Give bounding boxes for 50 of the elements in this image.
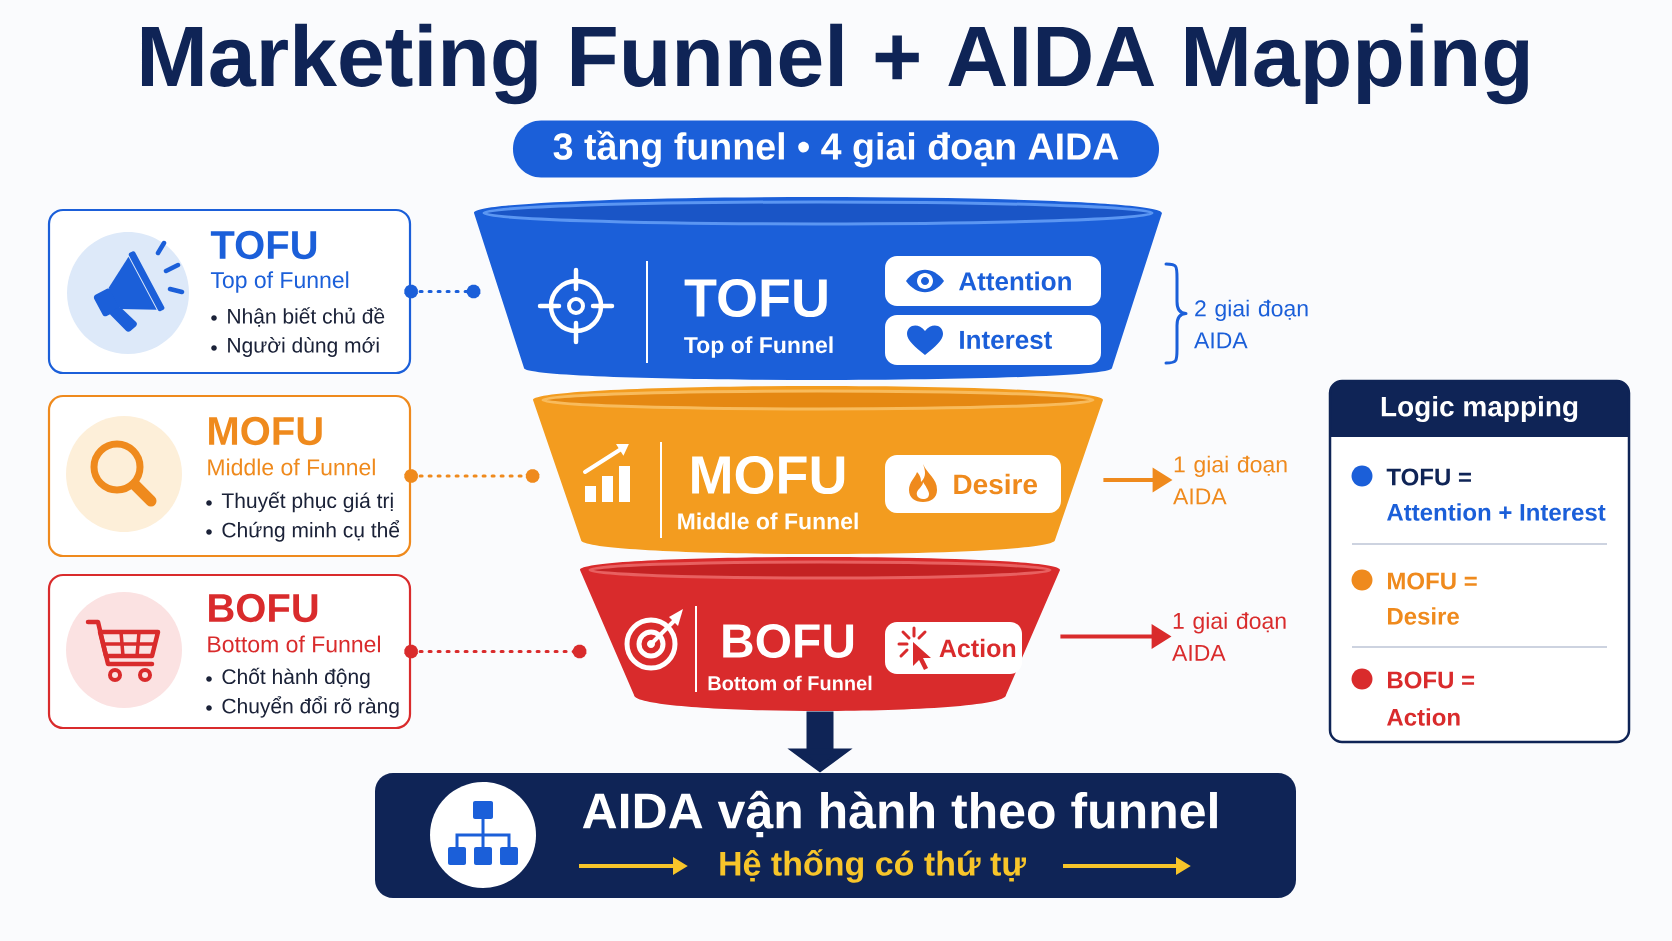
dotted-connector — [404, 644, 587, 659]
stage-name: Action — [939, 638, 1016, 658]
card-title: MOFU — [209, 416, 322, 446]
bullet-text: Chứng minh cụ thể — [222, 520, 400, 542]
stage-count-text: 1 giai đoạn AIDA — [1172, 612, 1286, 661]
card-subtitle: Middle of Funnel — [208, 458, 375, 476]
band-title: BOFU — [723, 624, 854, 658]
stage-name: Desire — [954, 473, 1038, 495]
bullet-text: Chốt hành động — [222, 667, 370, 689]
stage-pill — [885, 622, 1022, 674]
band-subtitle: Bottom of Funnel — [708, 675, 872, 691]
mapping-item: BOFU = — [1388, 671, 1475, 689]
card-title: TOFU — [210, 230, 317, 260]
stage-count-text: 1 giai đoạn AIDA — [1173, 455, 1287, 505]
band-subtitle: Middle of Funnel — [678, 512, 858, 530]
mapping-item: MOFU = — [1388, 572, 1477, 590]
diagram-title: Marketing Funnel + AIDA Mapping — [142, 23, 1529, 105]
bullet-text: Chuyển đổi rõ ràng — [222, 696, 399, 718]
stage-name: Attention — [959, 271, 1071, 291]
card-title: BOFU — [209, 593, 318, 623]
info-card — [47, 573, 412, 730]
annotation-text: 2 giai đoạn AIDA — [1194, 299, 1308, 349]
mapping-panel — [1328, 379, 1631, 744]
stage-name: Interest — [960, 330, 1052, 350]
bullet-text: Thuyết phục giá trị — [221, 491, 393, 513]
dotted-connector — [404, 469, 540, 483]
band-title: TOFU — [684, 278, 827, 318]
info-card — [47, 394, 412, 558]
panel-heading: Logic mapping — [1381, 395, 1578, 423]
band-title: MOFU — [692, 455, 845, 495]
mapping-item: Attention + Interest — [1387, 503, 1606, 521]
card-subtitle: Top of Funnel — [210, 271, 349, 293]
bullet-text: Người dùng mới — [228, 337, 379, 357]
summary-banner — [375, 773, 1296, 898]
subtitle-pill: 3 tầng funnel • 4 giai đoạn AIDA — [513, 120, 1159, 178]
card-subtitle: Bottom of Funnel — [208, 635, 380, 653]
banner-title: AIDA vận hành theo funnel — [582, 790, 1217, 838]
stage-pill — [885, 256, 1101, 306]
bullet-text: Nhận biết chủ đề — [228, 307, 385, 327]
stage-pill — [885, 455, 1061, 513]
dotted-connector — [404, 284, 481, 299]
mapping-item: Desire — [1388, 607, 1459, 625]
funnel-band — [580, 557, 1060, 711]
banner-subtitle: Hệ thống có thứ tự — [720, 849, 1026, 883]
mapping-item: TOFU = — [1386, 468, 1471, 486]
funnel-band — [533, 385, 1103, 554]
band-subtitle: Top of Funnel — [684, 336, 833, 358]
info-card — [47, 208, 412, 375]
stage-pill — [885, 315, 1101, 365]
mapping-item: Action — [1387, 708, 1460, 726]
